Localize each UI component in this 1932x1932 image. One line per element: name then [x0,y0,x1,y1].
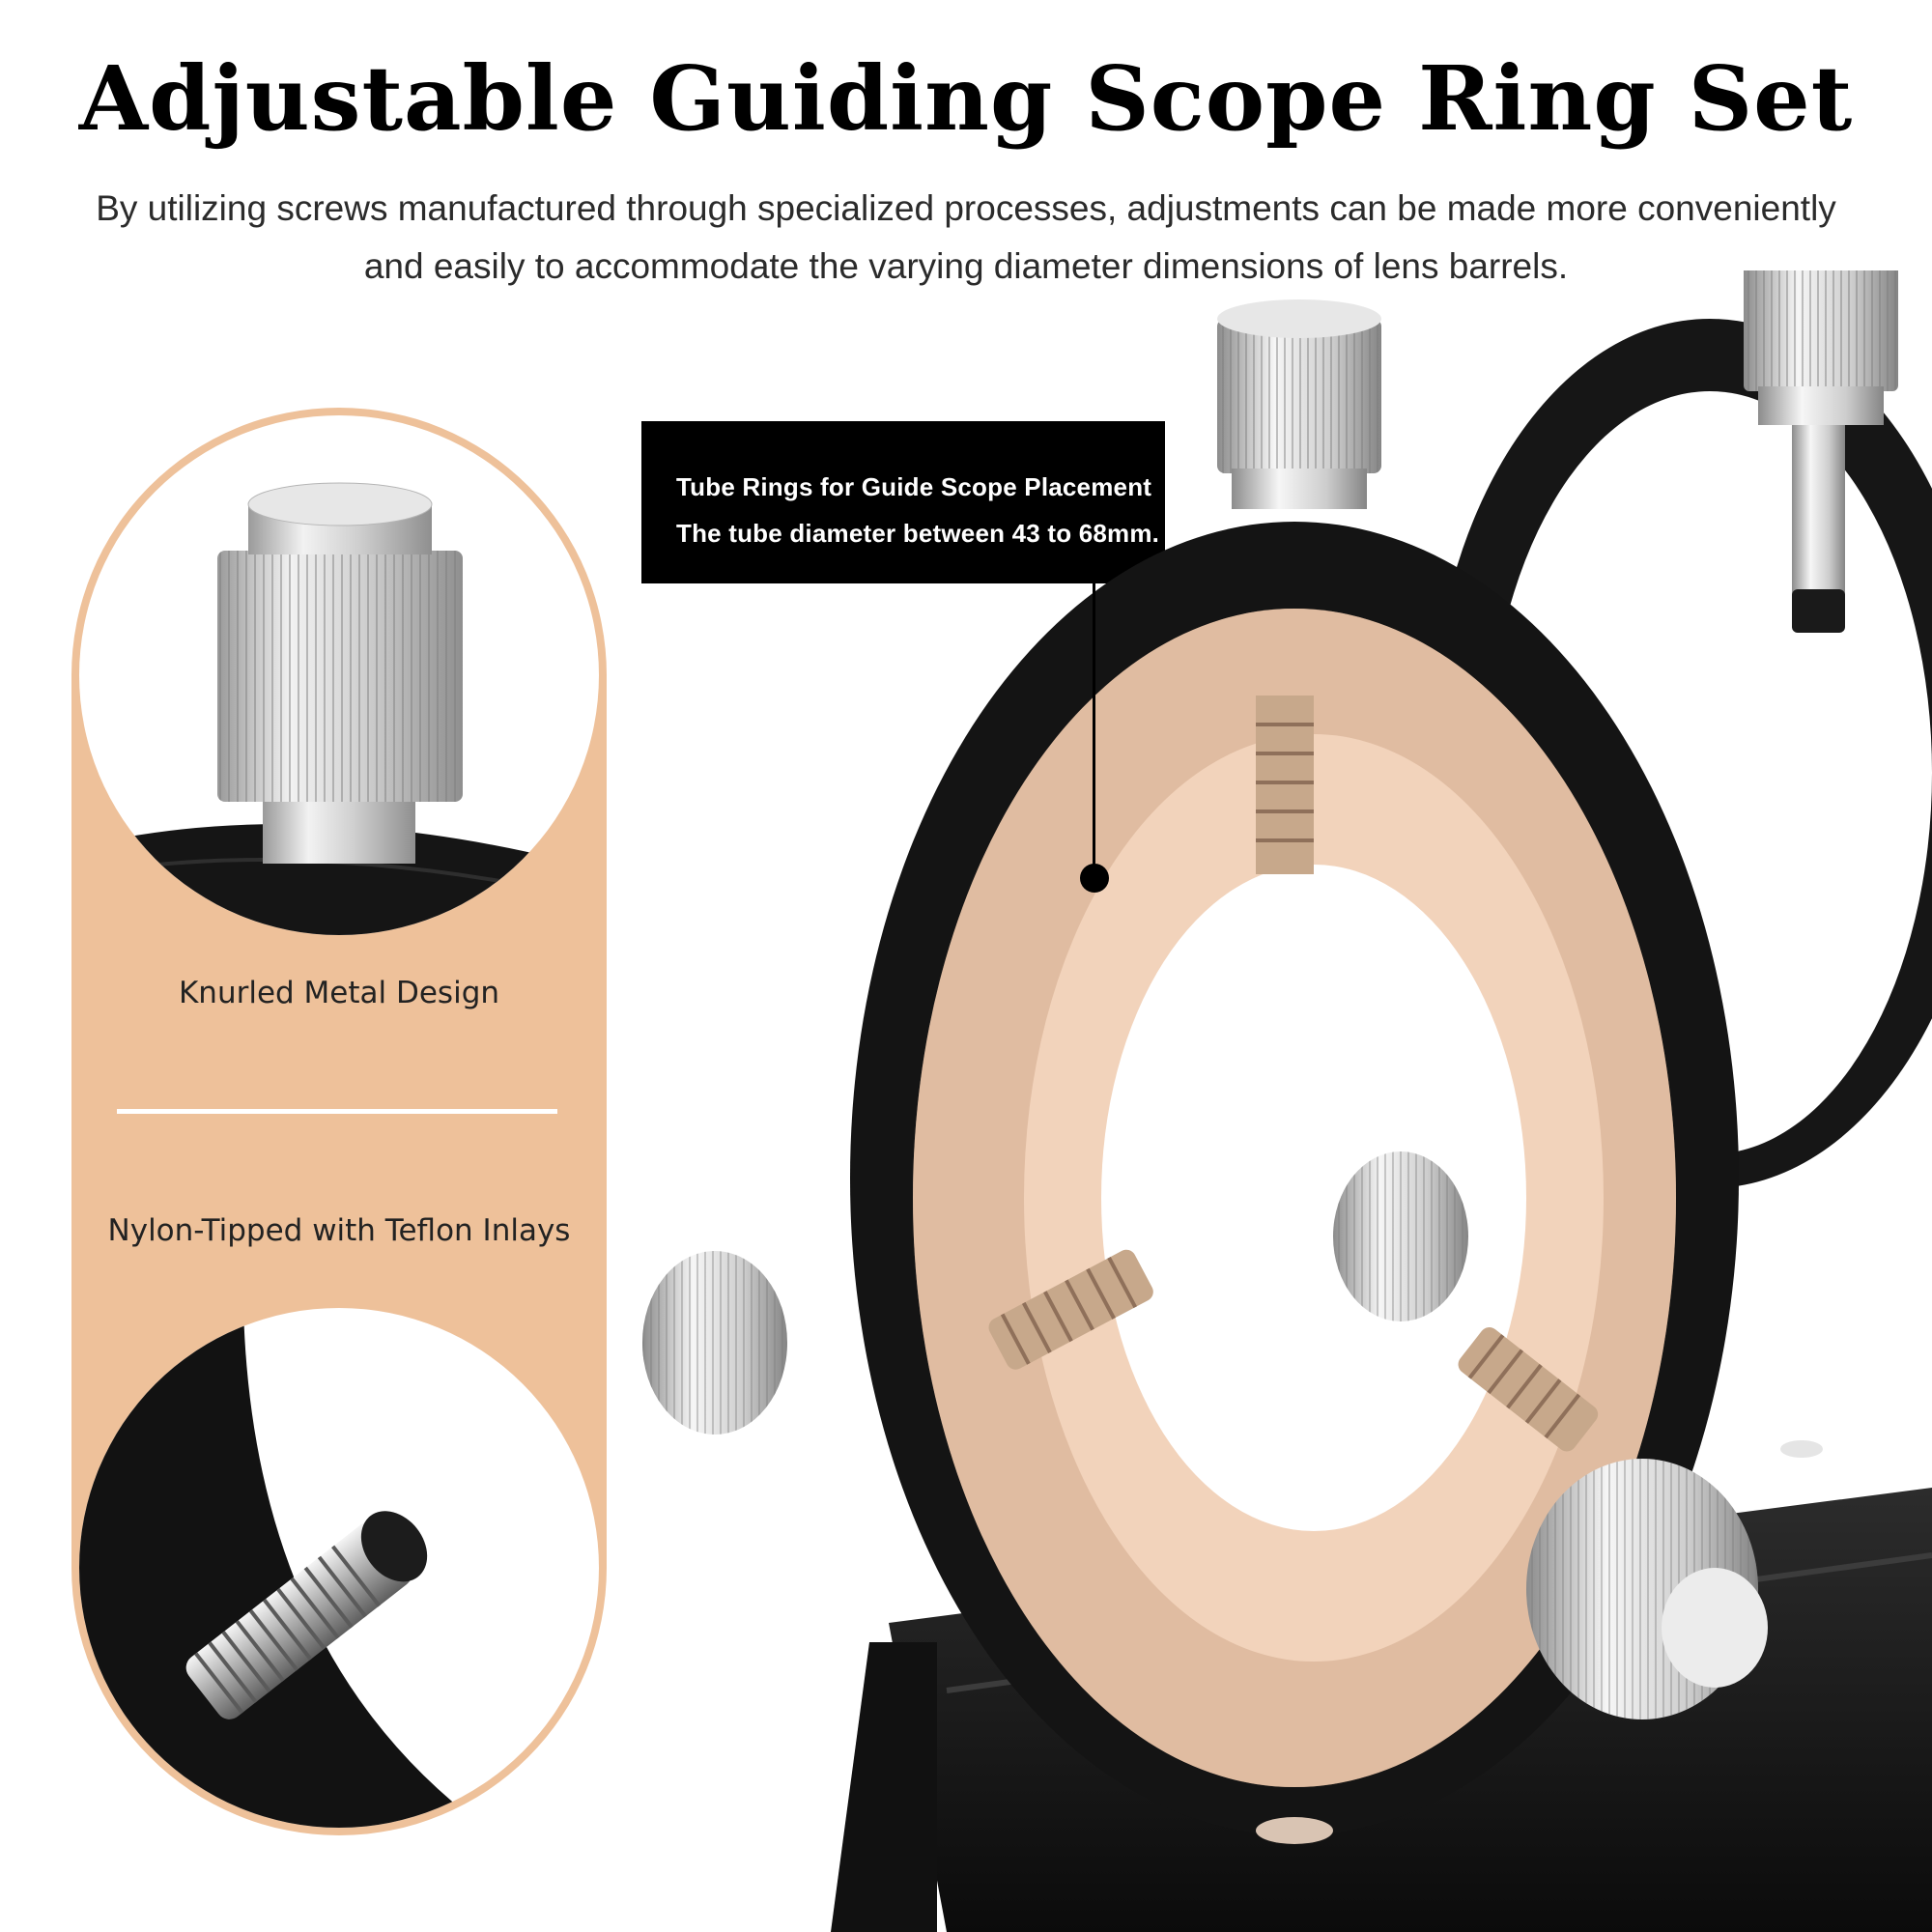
page-title: Adjustable Guiding Scope Ring Set [78,46,1854,151]
knurled-knob-closeup [79,415,599,935]
callout-leader-dot [1080,864,1109,893]
callout-line-1: Tube Rings for Guide Scope Placement [676,472,1152,501]
guide-ring-icon [642,270,1932,1932]
knurled-knob-icon [79,482,599,935]
subtitle-line-2: and easily to accommodate the varying di… [363,246,1569,286]
threaded-screw-icon [79,1308,485,1828]
page-subtitle: By utilizing screws manufactured through… [68,180,1864,296]
feature-divider [117,1109,557,1114]
callout-line-2: The tube diameter between 43 to 68mm. [676,519,1160,548]
feature-label-knurled: Knurled Metal Design [178,976,500,1010]
callout-leader-line [1093,583,1095,875]
nylon-screw-closeup [79,1308,599,1828]
subtitle-line-1: By utilizing screws manufactured through… [96,188,1836,228]
feature-label-nylon: Nylon-Tipped with Teflon Inlays [107,1213,571,1248]
tube-ring-callout: Tube Rings for Guide Scope Placement The… [641,421,1165,583]
